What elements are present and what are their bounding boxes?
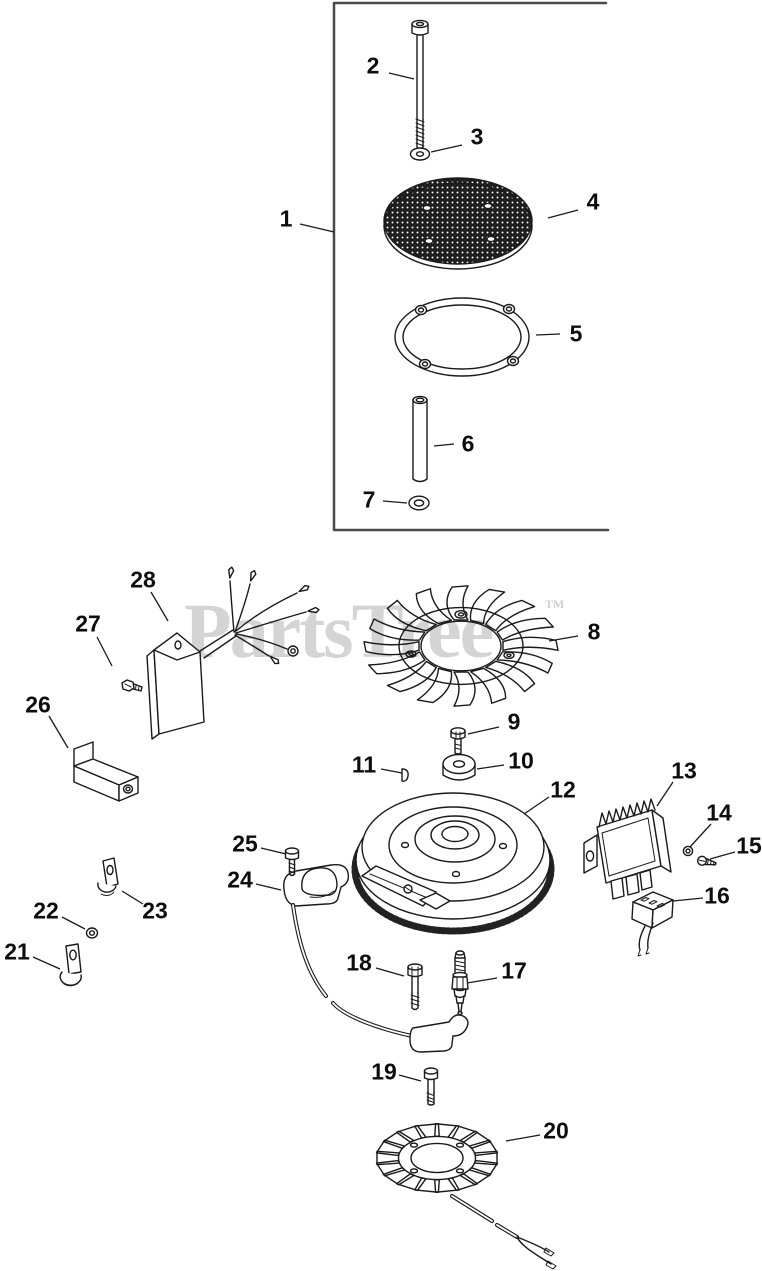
washer-drawing-14 xyxy=(682,845,694,857)
part-label-27: 27 xyxy=(75,610,101,637)
part-label-5: 5 xyxy=(569,320,583,347)
screw-drawing-15 xyxy=(696,855,717,866)
part-label-28: 28 xyxy=(130,566,156,593)
part-label-16: 16 xyxy=(704,882,730,909)
leader-line-7 xyxy=(382,500,408,504)
part-label-15: 15 xyxy=(736,832,762,859)
leader-line-10 xyxy=(476,764,505,770)
flywheel-drawing-12 xyxy=(351,792,555,935)
part-label-4: 4 xyxy=(586,188,600,215)
leader-line-24 xyxy=(255,883,282,891)
part-label-25: 25 xyxy=(232,830,258,857)
leader-line-14 xyxy=(689,823,712,848)
leader-line-18 xyxy=(375,967,405,977)
leader-line-9 xyxy=(467,726,500,735)
watermark-tm-icon: TM xyxy=(545,597,565,611)
connector-drawing-16 xyxy=(631,891,674,957)
part-label-11: 11 xyxy=(351,751,377,778)
leader-line-22 xyxy=(61,916,86,930)
screen-kit-box xyxy=(332,1,610,532)
spacer-tube-drawing-6 xyxy=(412,395,428,483)
part-label-17: 17 xyxy=(501,957,527,984)
part-label-6: 6 xyxy=(461,430,475,457)
part-label-3: 3 xyxy=(470,123,484,150)
stator-drawing-20 xyxy=(377,1124,557,1270)
washer-drawing-3 xyxy=(409,147,431,161)
retainer-ring-drawing-5 xyxy=(394,297,530,377)
leader-line-17 xyxy=(466,977,498,984)
leader-line-3 xyxy=(430,144,463,153)
part-label-22: 22 xyxy=(33,897,59,924)
leader-line-12 xyxy=(523,796,550,815)
part-label-23: 23 xyxy=(142,897,168,924)
part-label-10: 10 xyxy=(508,747,534,774)
leader-line-28 xyxy=(150,591,169,622)
part-label-13: 13 xyxy=(671,757,697,784)
key-drawing-11 xyxy=(401,768,409,782)
leader-line-26 xyxy=(48,715,69,749)
part-label-12: 12 xyxy=(550,776,576,803)
screw-drawing-27 xyxy=(121,679,143,692)
part-label-9: 9 xyxy=(507,708,521,735)
leader-line-6 xyxy=(433,443,455,447)
leader-line-16 xyxy=(672,897,704,902)
spark-plug-drawing-17 xyxy=(451,950,469,1016)
part-label-19: 19 xyxy=(371,1058,397,1085)
clamp-drawing-21 xyxy=(59,943,82,987)
ignition-module-drawing-24 xyxy=(283,863,469,1053)
leader-line-5 xyxy=(535,333,561,336)
leader-line-2 xyxy=(388,72,415,80)
leader-line-27 xyxy=(96,636,113,667)
leader-line-13 xyxy=(656,781,674,807)
part-label-26: 26 xyxy=(25,691,51,718)
part-label-7: 7 xyxy=(362,486,376,513)
control-module-drawing-28 xyxy=(146,566,320,740)
clamp-drawing-23 xyxy=(97,857,119,896)
spacer-drawing-10 xyxy=(442,753,476,781)
part-label-14: 14 xyxy=(706,799,732,826)
leader-line-1 xyxy=(299,223,335,233)
bracket-drawing-26 xyxy=(73,741,139,802)
leader-line-19 xyxy=(398,1074,422,1082)
leader-line-21 xyxy=(32,956,61,970)
leader-line-4 xyxy=(547,209,579,219)
part-label-8: 8 xyxy=(587,618,601,645)
bolt-drawing-18 xyxy=(407,963,423,1011)
leader-line-23 xyxy=(121,890,144,905)
part-label-2: 2 xyxy=(366,52,380,79)
debris-screen-drawing-4 xyxy=(383,177,533,270)
leader-line-8 xyxy=(548,635,579,642)
part-label-20: 20 xyxy=(543,1117,569,1144)
washer-drawing-7 xyxy=(408,495,430,511)
bolt-drawing-25 xyxy=(284,847,300,877)
part-label-18: 18 xyxy=(346,949,372,976)
fan-drawing-8 xyxy=(364,586,558,706)
part-label-21: 21 xyxy=(4,938,30,965)
leader-line-11 xyxy=(380,768,403,774)
part-label-24: 24 xyxy=(227,866,253,893)
regulator-drawing-13 xyxy=(583,798,672,900)
part-label-1: 1 xyxy=(279,205,293,232)
screw-drawing-9 xyxy=(450,727,466,755)
leader-line-25 xyxy=(260,847,287,855)
leader-line-20 xyxy=(505,1134,541,1142)
nut-drawing-22 xyxy=(85,927,99,939)
bolt-drawing-2 xyxy=(411,19,429,150)
leader-line-15 xyxy=(709,851,736,860)
screw-drawing-19 xyxy=(423,1067,439,1106)
